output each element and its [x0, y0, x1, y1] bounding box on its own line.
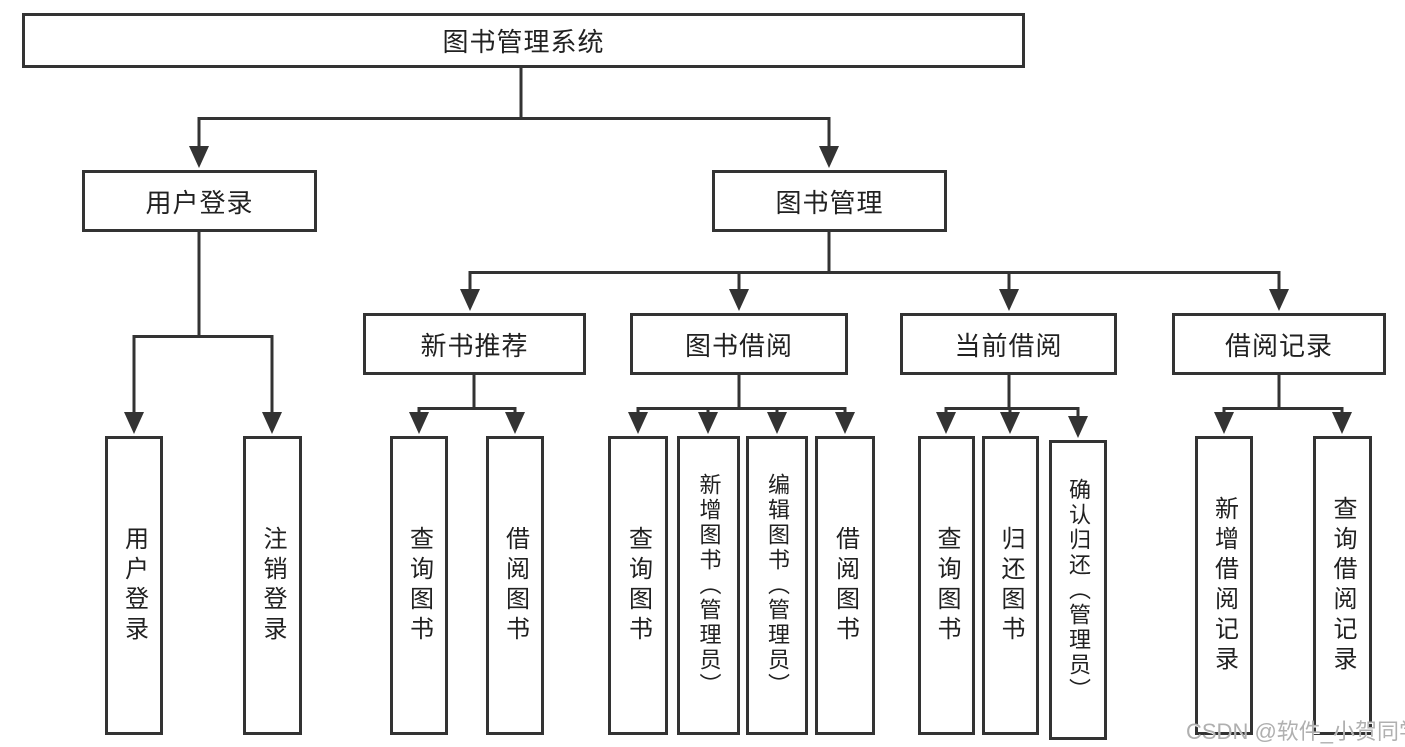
node-borrow-books: 借阅图书: [815, 436, 875, 735]
node-book-borrow-label: 图书借阅: [684, 330, 793, 361]
node-root: 图书管理系统: [22, 13, 1025, 68]
node-user-login-label: 用户登录: [145, 187, 254, 218]
node-confirm-return-admin-label: 确认归还（管理员）: [1066, 477, 1091, 703]
node-query-borrow-record: 查询借阅记录: [1313, 436, 1372, 735]
node-query-books-current-label: 查询图书: [933, 525, 960, 646]
node-book-management: 图书管理: [712, 170, 947, 232]
node-login: 用户登录: [105, 436, 163, 735]
node-add-books-admin: 新增图书（管理员）: [677, 436, 740, 735]
node-add-borrow-record: 新增借阅记录: [1195, 436, 1253, 735]
node-borrow-books-recommend: 借阅图书: [486, 436, 544, 735]
node-add-books-admin-label: 新增图书（管理员）: [696, 473, 722, 698]
node-logout-label: 注销登录: [259, 525, 286, 646]
branch-borrow-records: [1222, 375, 1344, 414]
branch-book-borrow: [636, 375, 847, 414]
node-query-books-current: 查询图书: [918, 436, 975, 735]
node-edit-books-admin-label: 编辑图书（管理员）: [765, 473, 790, 698]
node-query-borrow-record-label: 查询借阅记录: [1329, 495, 1356, 676]
arrowheads: [124, 146, 1352, 438]
branch-current-borrow: [944, 375, 1080, 418]
node-borrow-books-recommend-label: 借阅图书: [501, 525, 529, 646]
node-user-login: 用户登录: [82, 170, 317, 232]
branch-user-login: [132, 232, 274, 414]
node-edit-books-admin: 编辑图书（管理员）: [746, 436, 808, 735]
node-query-books-borrow: 查询图书: [608, 436, 668, 735]
node-confirm-return-admin: 确认归还（管理员）: [1049, 440, 1107, 740]
node-current-borrow: 当前借阅: [900, 313, 1117, 375]
node-book-borrow: 图书借阅: [630, 313, 848, 375]
branch-book-management: [468, 232, 1281, 291]
node-new-book-recommend-label: 新书推荐: [420, 330, 529, 361]
node-current-borrow-label: 当前借阅: [954, 330, 1063, 361]
node-add-borrow-record-label: 新增借阅记录: [1210, 495, 1238, 676]
csdn-watermark: CSDN @软件_小贺同学: [1186, 719, 1405, 744]
node-login-label: 用户登录: [120, 525, 148, 646]
node-root-label: 图书管理系统: [442, 27, 605, 57]
node-new-book-recommend: 新书推荐: [363, 313, 586, 375]
node-borrow-records: 借阅记录: [1172, 313, 1386, 375]
branch-root: [197, 68, 831, 148]
node-query-books-recommend-label: 查询图书: [405, 525, 433, 646]
node-book-management-label: 图书管理: [775, 187, 884, 218]
node-return-books: 归还图书: [982, 436, 1039, 735]
node-logout: 注销登录: [243, 436, 302, 735]
node-query-books-recommend: 查询图书: [390, 436, 448, 735]
branch-new-book-recommend: [417, 375, 517, 414]
node-return-books-label: 归还图书: [997, 525, 1024, 646]
node-query-books-borrow-label: 查询图书: [624, 525, 652, 646]
node-borrow-records-label: 借阅记录: [1224, 330, 1333, 361]
node-borrow-books-label: 借阅图书: [831, 525, 859, 646]
